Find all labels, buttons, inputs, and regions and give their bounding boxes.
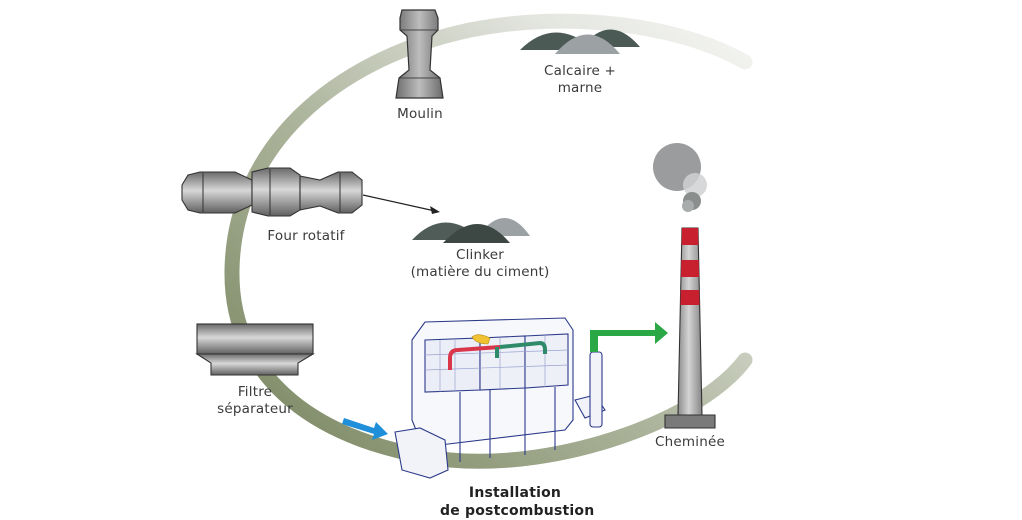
label-clinker-line2: (matière du ciment) <box>410 264 550 280</box>
label-cheminee: Cheminée <box>655 434 725 450</box>
intake-arrow <box>342 418 388 440</box>
label-clinker: Clinker (matière du ciment) <box>400 247 560 281</box>
kiln-to-clinker-arrow <box>362 194 440 214</box>
separator-filter-icon <box>195 323 315 376</box>
burner-icon <box>471 334 491 345</box>
label-filtre-line2: séparateur <box>217 401 293 417</box>
chimney-icon <box>664 227 716 429</box>
label-calcaire: Calcaire + marne <box>540 63 620 97</box>
label-installation: Installation de postcombustion <box>440 484 595 520</box>
limestone-pile-icon <box>520 29 640 54</box>
label-calcaire-line1: Calcaire + <box>543 63 617 79</box>
label-installation-line2: de postcombustion <box>440 503 595 519</box>
clinker-pile-icon <box>412 218 530 243</box>
smoke-icon <box>653 143 707 212</box>
cool-pipe <box>495 340 547 358</box>
label-moulin: Moulin <box>397 106 443 122</box>
rotary-kiln-icon <box>181 167 363 217</box>
mill-icon <box>395 9 444 99</box>
label-four-rotatif: Four rotatif <box>267 228 345 244</box>
label-installation-line1: Installation <box>468 485 562 501</box>
exhaust-arrow <box>590 322 668 352</box>
hot-pipe <box>448 345 501 370</box>
label-clinker-line1: Clinker <box>455 247 505 263</box>
cycle-ring <box>224 13 753 469</box>
label-filtre-line1: Filtre <box>237 384 273 400</box>
label-filtre: Filtre séparateur <box>205 384 305 418</box>
label-calcaire-line2: marne <box>557 80 603 96</box>
